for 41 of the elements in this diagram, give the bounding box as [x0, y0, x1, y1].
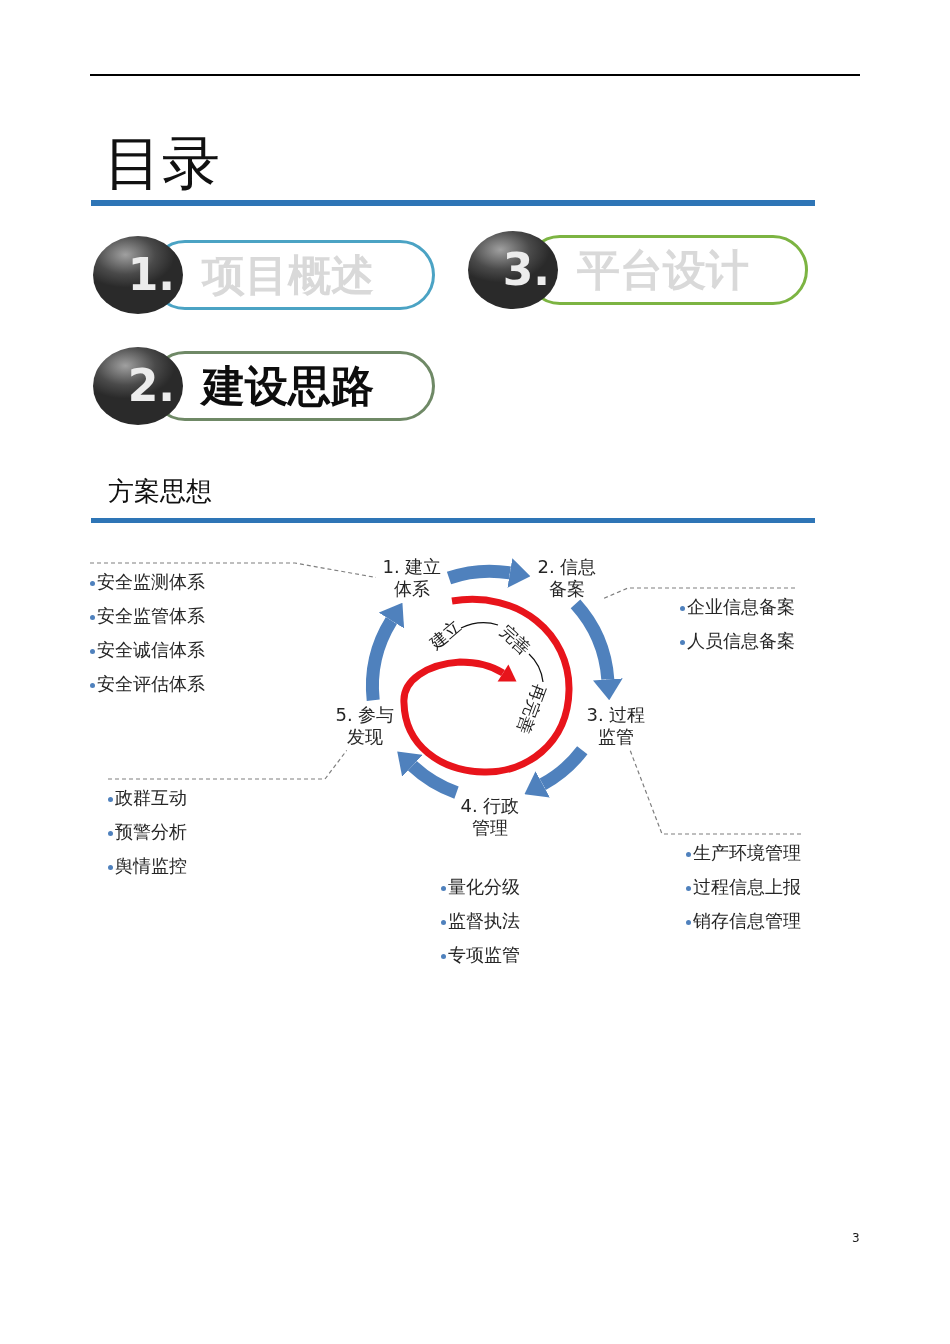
curved-arrow: [447, 558, 531, 588]
list-item: 生产环境管理: [693, 842, 801, 863]
leader-line: [629, 750, 802, 835]
phase-label: 完善: [496, 622, 534, 658]
list-item: 销存信息管理: [693, 910, 801, 931]
list-item: 舆情监控: [115, 855, 187, 876]
number-badge: 3.: [468, 231, 558, 309]
list-item: 政群互动: [115, 787, 187, 808]
phase-label: 再完善: [514, 682, 548, 736]
list-item: 过程信息上报: [693, 876, 801, 897]
leader-line: [602, 587, 796, 600]
list-item: 安全监管体系: [97, 605, 205, 626]
stage-label: 5. 参与发现: [332, 704, 398, 748]
stage-label: 4. 行政管理: [457, 795, 523, 839]
stage-label: 1. 建立体系: [379, 556, 445, 600]
toc-entry: [93, 345, 435, 427]
number-badge: 2.: [93, 347, 183, 425]
list-item: 人员信息备案: [687, 630, 795, 651]
leader-line: [107, 749, 348, 780]
curved-arrow: [366, 602, 405, 701]
stage-label: 2. 信息备案: [534, 556, 600, 600]
number-badge: 1.: [93, 236, 183, 314]
list-item: 专项监管: [448, 944, 520, 965]
toc-item-title: 建设思路: [202, 362, 374, 410]
list-item: 预警分析: [115, 821, 187, 842]
list-item: 企业信息备案: [687, 596, 795, 617]
toc-entry: [468, 229, 808, 311]
toc-entry: [93, 234, 435, 316]
list-item: 监督执法: [448, 910, 520, 931]
stage-label: 3. 过程监管: [583, 704, 649, 748]
list-item: 安全监测体系: [97, 571, 205, 592]
curved-arrow: [396, 752, 459, 799]
page-title: 目录: [104, 132, 220, 194]
list-item: 安全评估体系: [97, 673, 205, 694]
phase-label: 建立: [426, 617, 464, 653]
curved-arrow: [570, 599, 623, 701]
list-item: 量化分级: [448, 876, 520, 897]
page-number: 3: [852, 1231, 860, 1245]
section-heading: 方案思想: [108, 475, 212, 508]
curved-arrow: [525, 746, 588, 798]
list-item: 安全诚信体系: [97, 639, 205, 660]
